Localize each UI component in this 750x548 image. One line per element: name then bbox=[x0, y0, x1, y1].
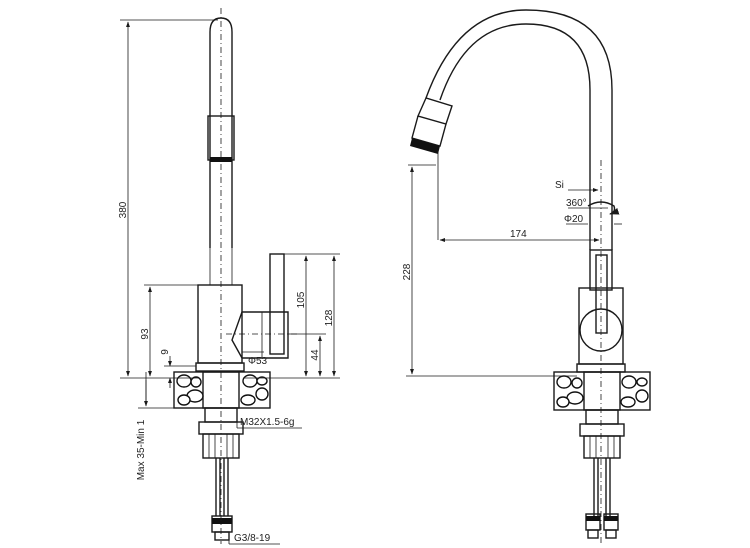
left-faucet-body bbox=[197, 284, 243, 364]
dim-offset-44: 44 bbox=[310, 349, 321, 361]
dim-diameter-53: Φ53 bbox=[248, 356, 268, 367]
left-cartridge-collar bbox=[231, 311, 289, 359]
right-spray-head bbox=[417, 97, 453, 125]
left-counter-texture bbox=[176, 374, 269, 406]
dim-diameter-20: Φ20 bbox=[564, 214, 584, 225]
dim-lever-105: 105 bbox=[296, 291, 307, 308]
right-lever-stem bbox=[595, 254, 608, 334]
dim-gap-9: 9 bbox=[160, 349, 171, 355]
dim-body-93: 93 bbox=[140, 328, 151, 340]
left-side-view: 380 93 9 105 128 44 Φ53 Max 35-Min 1 bbox=[118, 8, 340, 545]
dim-height-380: 380 bbox=[118, 201, 129, 218]
left-aerator-ring bbox=[210, 157, 232, 162]
right-front-view: 228 174 Si 360° Φ20 bbox=[402, 9, 651, 544]
dim-reach-174: 174 bbox=[510, 229, 527, 240]
dim-hose-connector: G3/8-19 bbox=[234, 533, 271, 544]
dim-swivel-360: 360° bbox=[566, 198, 587, 209]
dim-lever-128: 128 bbox=[324, 309, 335, 326]
dim-spout-228: 228 bbox=[402, 263, 413, 280]
right-counter-texture bbox=[556, 375, 649, 408]
left-lever-handle bbox=[269, 253, 285, 355]
dim-section-si: Si bbox=[555, 180, 564, 191]
dim-counter-thickness: Max 35-Min 1 bbox=[136, 419, 147, 480]
dim-thread-m32: M32X1.5-6g bbox=[240, 417, 294, 428]
right-arched-spout bbox=[439, 23, 591, 250]
